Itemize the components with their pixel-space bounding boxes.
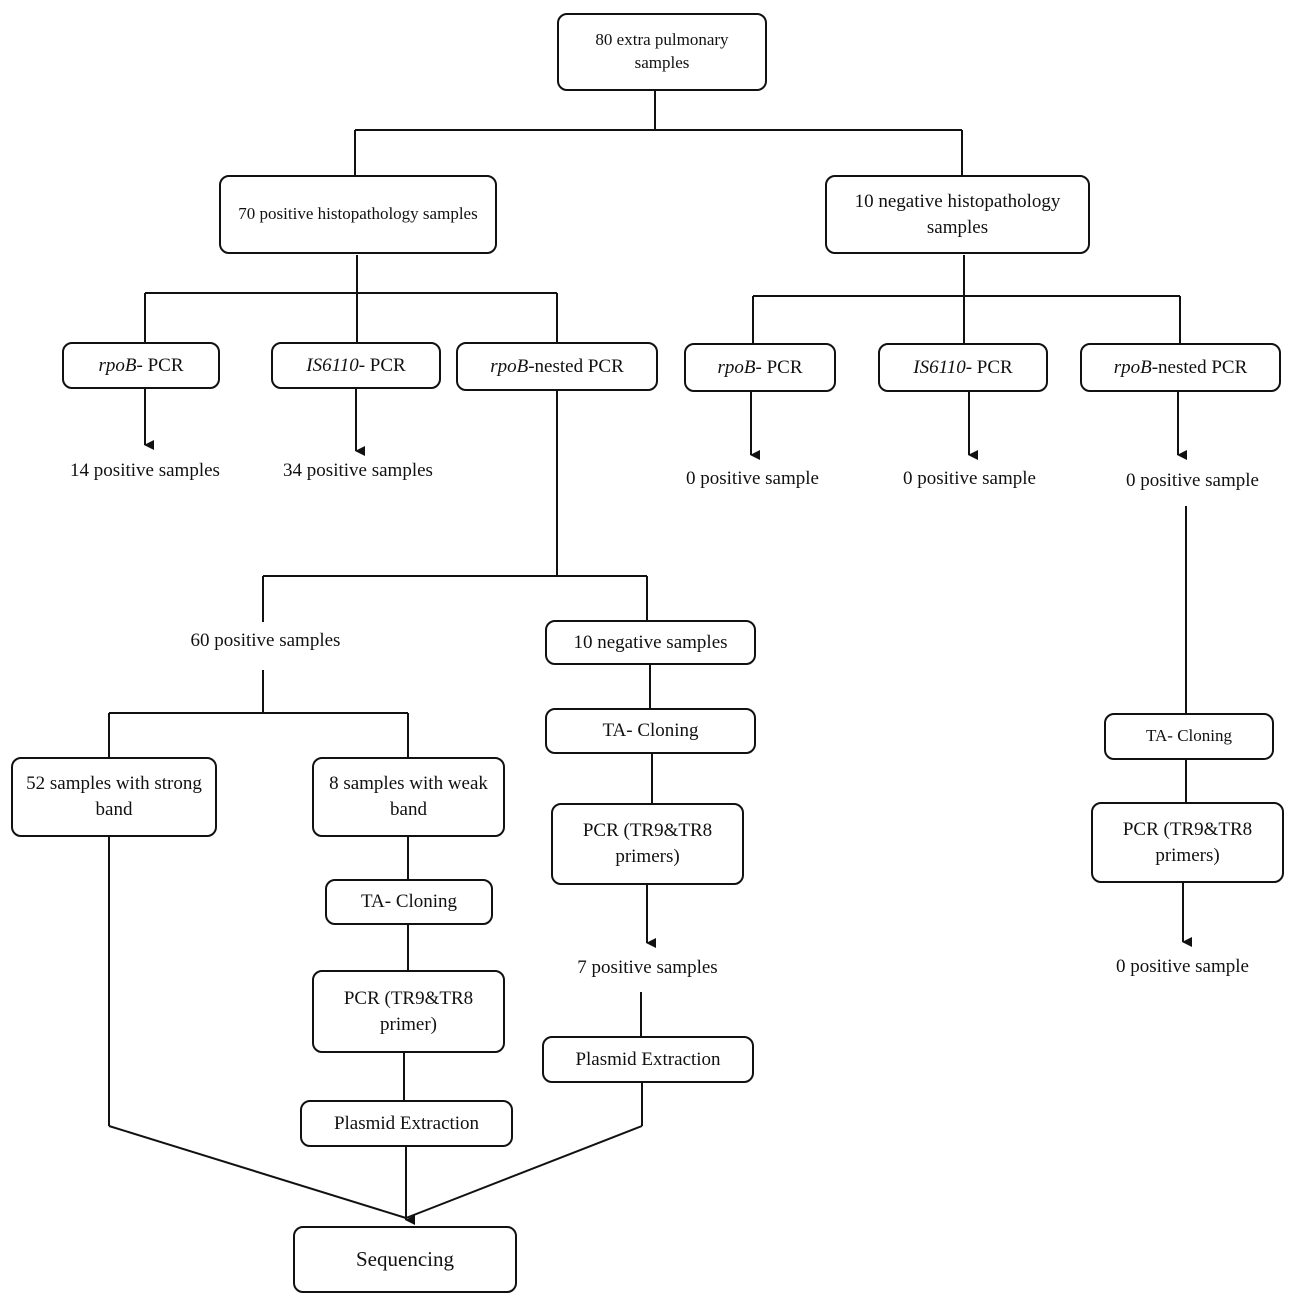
seven-positive-result: 7 positive samples [577, 957, 718, 978]
pcr-primer-label-weak: PCR (TR9&TR8 primer) [343, 987, 474, 1035]
nested-negative-label: 10 negative samples [573, 631, 728, 653]
ta-cloning-label-weak: TA- Cloning [360, 891, 458, 913]
ta-cloning-node-weak: TA- Cloning [325, 879, 493, 925]
plasmid-extraction-node-left: Plasmid Extraction [300, 1100, 513, 1147]
nested-pcr-suffix: -nested PCR [528, 355, 624, 377]
is6110-gene-label-right: IS6110 [913, 356, 966, 378]
neg-nested-result: 0 positive sample [1126, 470, 1259, 491]
weak-band-node: 8 samples with weak band [312, 757, 505, 837]
sequencing-node: Sequencing [293, 1226, 517, 1293]
is6110-pcr-node-left: IS6110- PCR [271, 342, 441, 389]
nested-gene-label-right: rpoB [1113, 356, 1152, 378]
positive-histopathology-label: 70 positive histopathology samples [238, 204, 478, 224]
ta-cloning-node-right: TA- Cloning [1104, 713, 1274, 760]
strong-band-label: 52 samples with strong band [26, 773, 202, 820]
ta-cloning-label-mid: TA- Cloning [602, 720, 699, 742]
root-node: 80 extra pulmonary samples [557, 13, 767, 91]
plasmid-extraction-label-mid: Plasmid Extraction [575, 1048, 721, 1070]
is6110-positive-result: 34 positive samples [283, 460, 433, 481]
root-label: 80 extra pulmonary samples [595, 30, 729, 72]
is6110-gene-label: IS6110 [306, 354, 359, 376]
negative-histopathology-label: 10 negative histopathology samples [854, 190, 1061, 238]
pcr-primers-label-right: PCR (TR9&TR8 primers) [1122, 818, 1253, 866]
negative-histopathology-node: 10 negative histopathology samples [825, 175, 1090, 254]
nested-gene-label: rpoB [490, 355, 529, 377]
rpob-pcr-node-right: rpoB- PCR [684, 343, 836, 392]
rpob-pcr-suffix-right: - PCR [755, 356, 803, 378]
ta-cloning-label-right: TA- Cloning [1146, 726, 1232, 746]
pcr-primer-node-weak: PCR (TR9&TR8 primer) [312, 970, 505, 1053]
rpob-pcr-suffix: - PCR [136, 354, 184, 376]
pcr-primers-node-mid: PCR (TR9&TR8 primers) [551, 803, 744, 885]
pcr-primers-node-right: PCR (TR9&TR8 primers) [1091, 802, 1284, 883]
rpob-nested-pcr-node-left: rpoB-nested PCR [456, 342, 658, 391]
strong-band-node: 52 samples with strong band [11, 757, 217, 837]
rpob-gene-label-right: rpoB [717, 356, 756, 378]
rpob-pcr-node-left: rpoB- PCR [62, 342, 220, 389]
is6110-pcr-suffix-right: - PCR [965, 356, 1013, 378]
rpob-positive-result: 14 positive samples [70, 460, 220, 481]
is6110-pcr-node-right: IS6110- PCR [878, 343, 1048, 392]
plasmid-extraction-label-left: Plasmid Extraction [333, 1112, 480, 1134]
pcr-primers-label-mid: PCR (TR9&TR8 primers) [582, 820, 713, 867]
ta-cloning-node-mid: TA- Cloning [545, 708, 756, 754]
nested-pcr-suffix-right: -nested PCR [1151, 356, 1248, 378]
neg-rpob-result: 0 positive sample [686, 468, 819, 489]
neg-is6110-result: 0 positive sample [903, 468, 1036, 489]
rpob-nested-pcr-node-right: rpoB-nested PCR [1080, 343, 1281, 392]
neg-final-result: 0 positive sample [1116, 956, 1249, 977]
weak-band-label: 8 samples with weak band [329, 773, 488, 820]
plasmid-extraction-node-mid: Plasmid Extraction [542, 1036, 754, 1083]
nested-negative-node: 10 negative samples [545, 620, 756, 665]
sequencing-label: Sequencing [356, 1247, 454, 1272]
is6110-pcr-suffix: - PCR [358, 354, 406, 376]
nested-positive-label: 60 positive samples [190, 630, 341, 651]
rpob-gene-label: rpoB [98, 354, 137, 376]
positive-histopathology-node: 70 positive histopathology samples [219, 175, 497, 254]
